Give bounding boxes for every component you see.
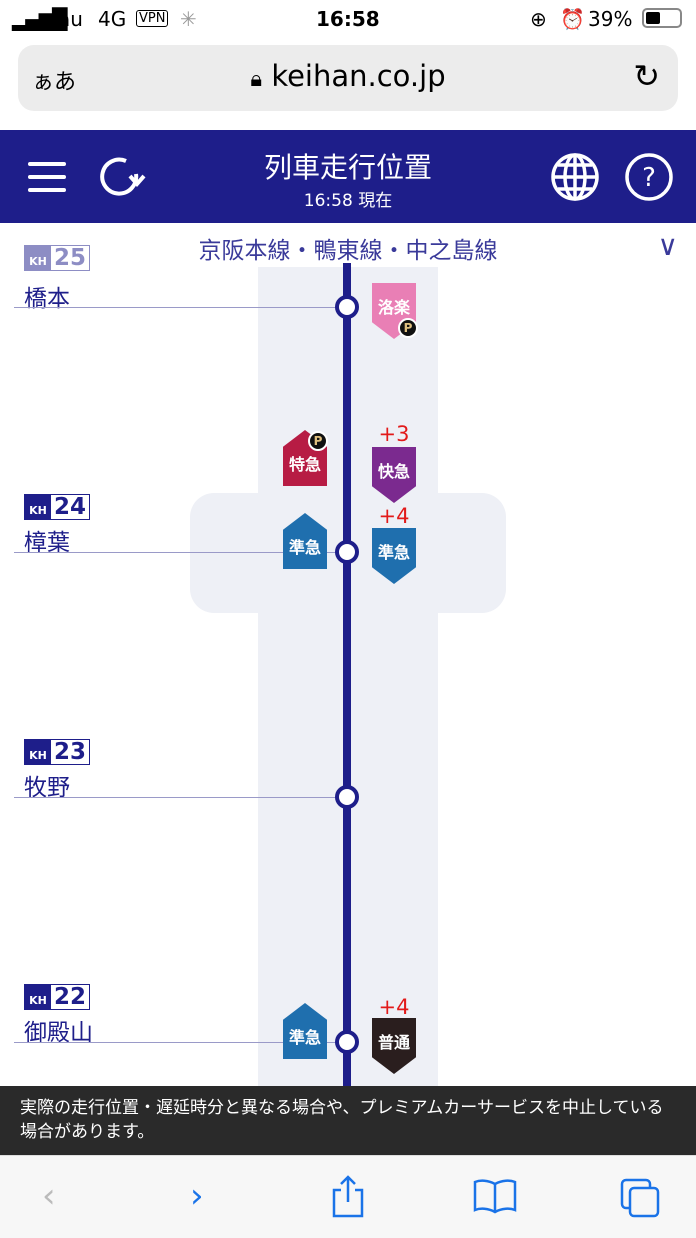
station-dot (335, 1030, 359, 1054)
clock: 16:58 (316, 7, 380, 31)
station-dot (335, 785, 359, 809)
vpn-badge: VPN (136, 10, 169, 27)
track-line (343, 263, 351, 1086)
loading-icon: ✳ (180, 7, 197, 31)
station-line (14, 797, 344, 798)
battery-icon (642, 8, 682, 28)
menu-icon[interactable] (24, 152, 74, 202)
text-size-button[interactable]: ぁあ (32, 70, 77, 95)
delay-label: +4 (378, 995, 410, 1019)
delay-label: +3 (378, 422, 410, 446)
station-number: 24 (54, 494, 87, 520)
station-name[interactable]: 御殿山 (24, 1020, 93, 1046)
delay-label: +4 (378, 504, 410, 528)
svg-text:?: ? (642, 163, 656, 193)
globe-icon[interactable] (550, 152, 600, 202)
station-dot (335, 295, 359, 319)
station-number: 22 (54, 984, 87, 1010)
station-code: KH (25, 985, 51, 1009)
carrier: au (58, 7, 83, 31)
bookmarks-icon[interactable] (472, 1178, 518, 1214)
station-dot (335, 540, 359, 564)
premium-car-badge: P (308, 431, 328, 451)
station-number: 25 (54, 245, 87, 271)
station-code: KH (25, 495, 51, 519)
battery-percent: 39% (588, 7, 633, 31)
station-number: 23 (54, 739, 87, 765)
chevron-down-icon[interactable]: ∨ (657, 229, 679, 262)
refresh-icon[interactable] (96, 152, 146, 202)
lock-icon: 🔒︎ (250, 67, 263, 92)
reload-icon[interactable]: ↻ (633, 57, 660, 95)
url-text[interactable]: keihan.co.jp (271, 59, 446, 93)
alarm-icon: ⏰ (560, 7, 585, 31)
station-line (14, 307, 344, 308)
network: 4G (98, 7, 127, 31)
browser-toolbar: ‹ › (0, 1155, 696, 1238)
station-line (14, 1042, 344, 1043)
line-selector[interactable]: 京阪本線・鴨東線・中之島線 (198, 238, 498, 264)
tabs-icon[interactable] (620, 1178, 662, 1218)
page-title: 列車走行位置 (263, 151, 432, 184)
help-icon[interactable]: ? (624, 152, 674, 202)
premium-car-badge: P (398, 318, 418, 338)
address-bar[interactable]: ぁあ 🔒︎ keihan.co.jp ↻ (18, 45, 678, 111)
station-code: KH (25, 740, 51, 764)
station-code: KH (25, 246, 51, 270)
notice-banner: 実際の走行位置・遅延時分と異なる場合や、プレミアムカーサービスを中止している場合… (0, 1086, 696, 1155)
station-name[interactable]: 牧野 (24, 775, 70, 801)
app-header: 列車走行位置 16:58 現在 ? (0, 130, 696, 223)
updated-time: 16:58 現在 (303, 191, 393, 211)
station-name[interactable]: 樟葉 (24, 530, 70, 556)
share-icon[interactable] (330, 1174, 366, 1218)
station-line (14, 552, 344, 553)
signal-icon: ▂▄▆█ (12, 7, 68, 31)
forward-icon[interactable]: › (190, 1176, 204, 1216)
back-icon[interactable]: ‹ (42, 1176, 56, 1216)
rotation-lock-icon: ⊕ (530, 7, 547, 31)
status-bar: ▂▄▆█ au 4G VPN ✳ 16:58 ⊕ ⏰ 39% (0, 0, 696, 40)
